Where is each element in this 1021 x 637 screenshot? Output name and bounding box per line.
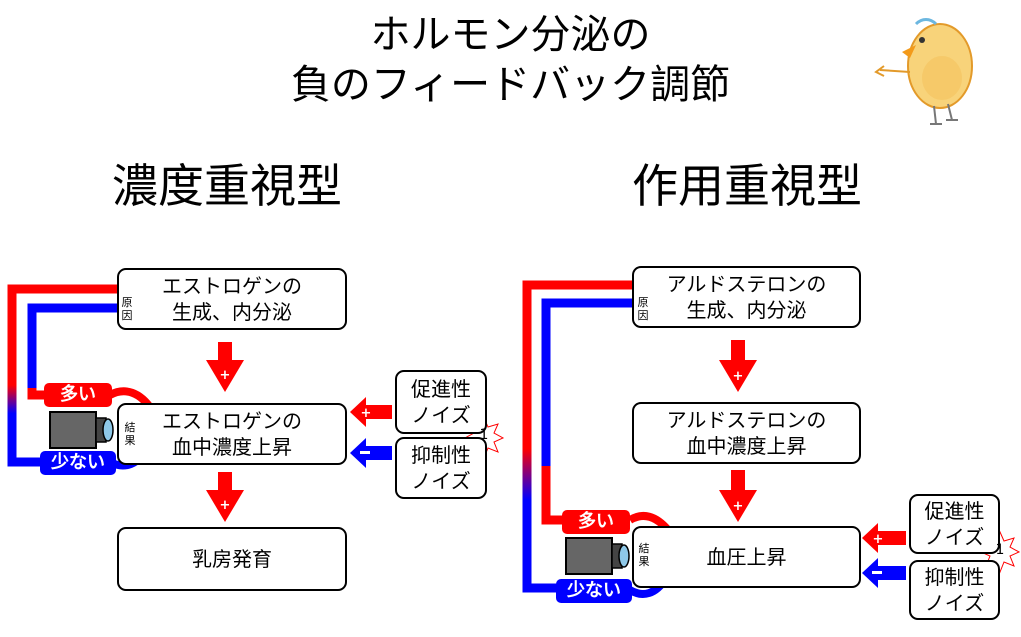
left-suppress-noise-line-2: ノイズ: [411, 469, 471, 493]
right-promote-noise-box: 促進性 ノイズ: [909, 494, 1000, 554]
left-camera-icon: [49, 411, 114, 449]
title-line-2: 負のフィードバック調節: [290, 62, 731, 108]
right-camera-icon: [565, 537, 630, 575]
left-outer-gradient-line: [7, 334, 44, 467]
left-result-line-1: エストロゲンの: [162, 409, 302, 433]
left-heading: 濃度重視型: [112, 159, 342, 213]
right-blue-loop-line: [541, 298, 632, 470]
left-high-label: 多い: [44, 383, 112, 407]
left-effect-line-1: 乳房発育: [192, 547, 272, 571]
right-cause-line-1: アルドステロンの: [666, 272, 827, 296]
left-result-line-2: 血中濃度上昇: [172, 435, 292, 459]
right-suppress-noise-line-1: 抑制性: [924, 565, 985, 589]
right-promote-noise-line-2: ノイズ: [924, 525, 985, 549]
left-result-box: エストロゲンの 血中濃度上昇: [117, 403, 347, 465]
left-low-label: 少ない: [40, 451, 116, 475]
right-red-loop-line: [522, 280, 632, 360]
left-suppress-noise-box: 抑制性 ノイズ: [395, 437, 487, 499]
left-cause-line-2: 生成、内分泌: [172, 300, 292, 324]
left-blue-loop-line: [27, 303, 118, 392]
right-promote-noise-arrow: +: [862, 523, 906, 553]
right-high-label: 多い: [562, 510, 630, 534]
right-arrow-cause-to-middle: +: [719, 340, 757, 392]
left-promote-noise-line-2: ノイズ: [411, 403, 471, 427]
right-result-tag: 結果: [638, 542, 650, 568]
svg-text:+: +: [361, 406, 372, 421]
left-arrow-cause-to-result: +: [206, 342, 244, 392]
right-result-line-1: 血圧上昇: [706, 545, 787, 569]
left-suppress-noise-line-1: 抑制性: [411, 443, 471, 467]
right-promote-noise-line-1: 促進性: [924, 499, 985, 523]
svg-text:+: +: [220, 368, 231, 383]
left-suppress-noise-arrow: [350, 438, 392, 468]
left-promote-noise-arrow: +: [350, 397, 392, 427]
right-suppress-noise-line-2: ノイズ: [924, 591, 985, 615]
right-heading: 作用重視型: [632, 159, 862, 213]
left-cause-tag: 原因: [121, 296, 133, 322]
right-result-box: 血圧上昇: [632, 526, 861, 588]
right-cause-tag: 原因: [637, 296, 649, 322]
left-result-tag: 結果: [124, 421, 136, 447]
right-outer-gradient-line: [522, 356, 560, 593]
right-middle-line-1: アルドステロンの: [666, 408, 827, 432]
left-cause-line-1: エストロゲンの: [162, 274, 302, 298]
svg-text:+: +: [733, 369, 744, 384]
left-promote-noise-box: 促進性 ノイズ: [395, 370, 487, 434]
svg-text:+: +: [220, 498, 231, 513]
svg-text:+: +: [733, 499, 744, 514]
title-line-1: ホルモン分泌の: [370, 12, 651, 58]
right-low-label: 少ない: [556, 579, 632, 603]
right-middle-box: アルドステロンの 血中濃度上昇: [632, 402, 861, 464]
right-badge-number: 1: [995, 542, 1005, 558]
left-promote-noise-line-1: 促進性: [411, 377, 471, 401]
right-suppress-noise-arrow: [862, 558, 906, 588]
chick-illustration: [874, 18, 973, 125]
left-effect-box: 乳房発育: [117, 527, 347, 591]
right-cause-box: アルドステロンの 生成、内分泌: [632, 266, 861, 328]
left-arrow-result-to-effect: +: [206, 472, 244, 522]
left-cause-box: エストロゲンの 生成、内分泌: [117, 268, 347, 330]
right-cause-line-2: 生成、内分泌: [686, 298, 807, 322]
left-badge-number: 1: [479, 427, 489, 443]
svg-text:+: +: [873, 532, 884, 547]
right-arrow-middle-to-result: +: [719, 470, 757, 522]
right-middle-line-2: 血中濃度上昇: [686, 434, 807, 458]
right-suppress-noise-box: 抑制性 ノイズ: [909, 560, 1000, 620]
left-red-loop-line: [7, 284, 118, 338]
